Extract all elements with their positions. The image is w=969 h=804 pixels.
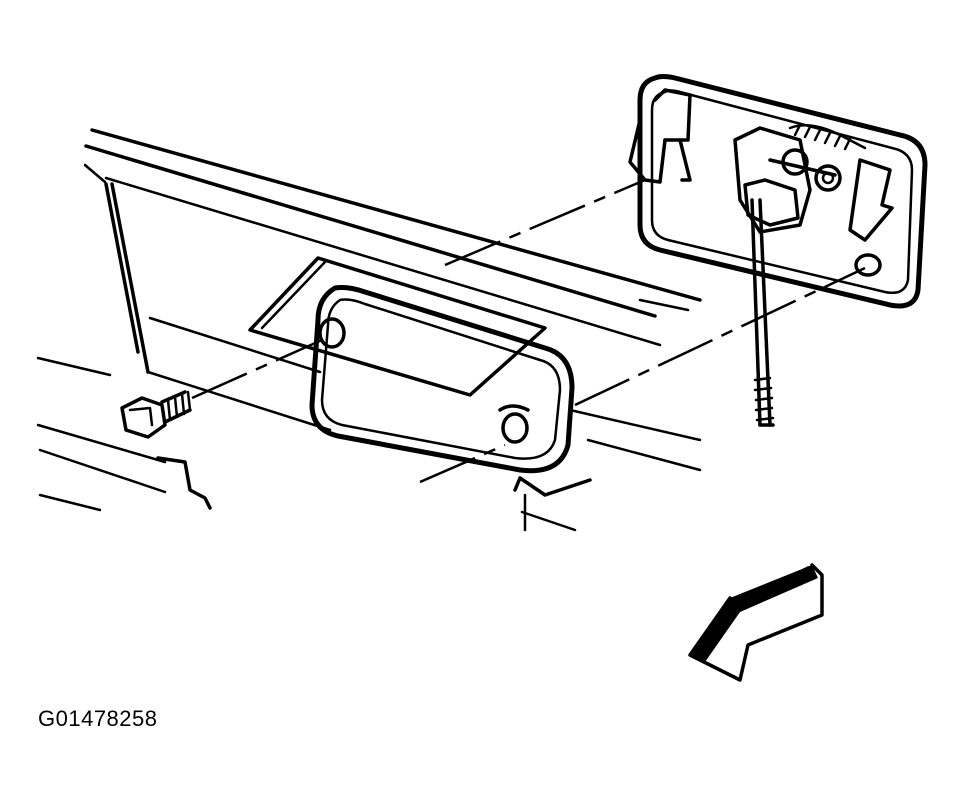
wire-lead [750,198,775,427]
license-lamp-housing [309,285,575,474]
vehicle-body [36,128,702,532]
figure-code-label: G01478258 [38,706,158,731]
lamp-assembly [628,74,928,309]
alignment-lines [191,178,866,484]
mounting-bolt [120,390,192,439]
arrow-forward-vehicle-icon [688,563,824,682]
bumper-recess [248,256,547,397]
